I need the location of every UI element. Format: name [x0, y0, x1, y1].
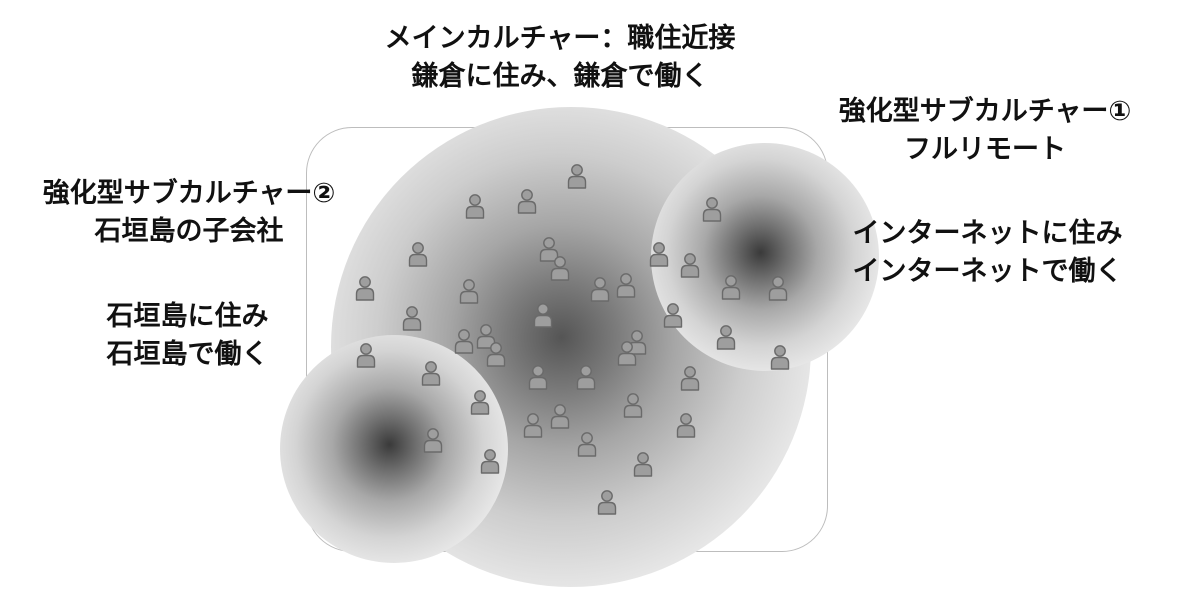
person-icon — [597, 489, 617, 515]
person-icon — [721, 274, 741, 300]
person-icon — [633, 451, 653, 477]
subculture-2-desc-line2: 石垣島で働く — [106, 339, 269, 370]
person-icon — [576, 364, 596, 390]
person-icon — [533, 302, 553, 328]
person-icon — [663, 302, 683, 328]
person-icon — [454, 328, 474, 354]
person-icon — [550, 255, 570, 281]
person-icon — [770, 344, 790, 370]
person-icon — [528, 364, 548, 390]
person-icon — [517, 188, 537, 214]
subculture-2-subtitle: 石垣島の子会社 — [94, 216, 284, 247]
person-icon — [590, 276, 610, 302]
person-icon — [465, 193, 485, 219]
person-icon — [356, 342, 376, 368]
main-culture-label: メインカルチャー：職住近接 鎌倉に住み、鎌倉で働く — [325, 20, 795, 96]
person-icon — [567, 163, 587, 189]
person-icon — [539, 236, 559, 262]
person-icon — [649, 241, 669, 267]
person-icon — [716, 324, 736, 350]
subculture-1-desc-line2: インターネットで働く — [852, 256, 1123, 287]
subculture-1-desc-line1: インターネットに住み — [852, 218, 1123, 249]
person-icon — [550, 403, 570, 429]
person-icon — [402, 305, 422, 331]
person-icon — [680, 365, 700, 391]
person-icon — [423, 427, 443, 453]
main-culture-title: メインカルチャー：職住近接 — [384, 23, 736, 54]
subculture-1-label: 強化型サブカルチャー① フルリモート — [800, 93, 1170, 169]
person-icon — [421, 360, 441, 386]
person-icon — [480, 448, 500, 474]
person-icon — [702, 196, 722, 222]
subculture-1-title: 強化型サブカルチャー① — [838, 96, 1132, 127]
person-icon — [768, 275, 788, 301]
person-icon — [408, 241, 428, 267]
person-icon — [486, 341, 506, 367]
subculture-2-label: 強化型サブカルチャー② 石垣島の子会社 — [0, 175, 378, 251]
subculture-2-circle — [280, 335, 508, 563]
person-icon — [623, 392, 643, 418]
subculture-1-description: インターネットに住み インターネットで働く — [815, 215, 1160, 291]
subculture-2-title: 強化型サブカルチャー② — [42, 178, 336, 209]
person-icon — [523, 412, 543, 438]
subculture-2-desc-line1: 石垣島に住み — [106, 301, 269, 332]
person-icon — [616, 272, 636, 298]
subculture-2-description: 石垣島に住み 石垣島で働く — [80, 298, 295, 374]
person-icon — [459, 278, 479, 304]
person-icon — [355, 275, 375, 301]
person-icon — [470, 389, 490, 415]
subculture-1-subtitle: フルリモート — [904, 134, 1066, 165]
person-icon — [617, 340, 637, 366]
person-icon — [577, 431, 597, 457]
person-icon — [680, 252, 700, 278]
person-icon — [676, 412, 696, 438]
person-icon — [476, 323, 496, 349]
main-culture-subtitle: 鎌倉に住み、鎌倉で働く — [411, 61, 709, 92]
